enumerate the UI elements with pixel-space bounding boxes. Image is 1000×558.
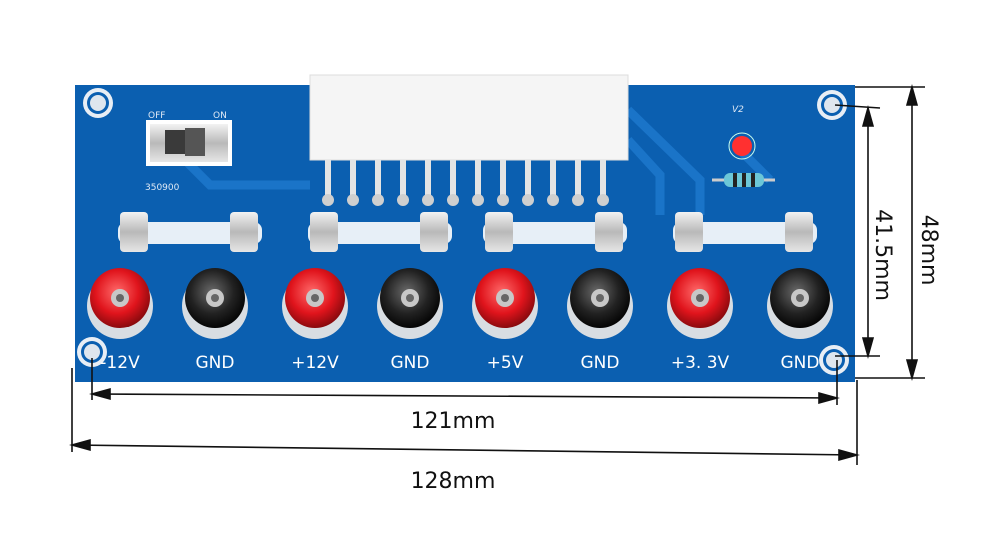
connector-pin [600, 160, 606, 200]
resistor [712, 173, 775, 187]
connector-pin [450, 160, 456, 200]
hole-spacing-width-label: 121mm [411, 409, 496, 434]
connector-pin [350, 160, 356, 200]
terminal-label: +3. 3V [671, 353, 730, 373]
terminal-label: GND [196, 353, 235, 373]
black-binding-post[interactable] [767, 268, 833, 339]
connector-pin [550, 160, 556, 200]
board-width-label: 128mm [411, 469, 496, 494]
power-switch[interactable] [146, 120, 232, 166]
connector-pin-solder [547, 194, 559, 206]
black-binding-post[interactable] [377, 268, 443, 339]
fuse [118, 212, 262, 252]
red-binding-post[interactable] [667, 268, 733, 339]
connector-pin-solder [322, 194, 334, 206]
board-code-label: 350900 [145, 183, 180, 193]
terminal-label: +12V [291, 353, 339, 373]
connector-pin-solder [422, 194, 434, 206]
connector-pin [425, 160, 431, 200]
red-binding-post[interactable] [87, 268, 153, 339]
fuse [483, 212, 627, 252]
connector-pin-solder [372, 194, 384, 206]
connector-pin [575, 160, 581, 200]
fuse [308, 212, 452, 252]
connector-pin [525, 160, 531, 200]
red-binding-post[interactable] [472, 268, 538, 339]
terminal-label: GND [781, 353, 820, 373]
black-binding-post[interactable] [567, 268, 633, 339]
switch-on-label: ON [213, 111, 227, 121]
black-binding-post[interactable] [182, 268, 248, 339]
connector-pin-solder [522, 194, 534, 206]
mounting-hole [83, 88, 113, 118]
connector-pin [325, 160, 331, 200]
atx-connector [309, 74, 629, 206]
connector-pin-solder [497, 194, 509, 206]
hole-spacing-height-label: 41.5mm [870, 209, 895, 301]
dimension-lines [69, 84, 925, 465]
mounting-hole [77, 337, 107, 367]
fuses [118, 212, 817, 252]
mounting-holes [77, 88, 849, 375]
connector-pin-solder [597, 194, 609, 206]
connector-pin-solder [447, 194, 459, 206]
terminal-label: GND [391, 353, 430, 373]
terminal-label: +5V [487, 353, 524, 373]
red-binding-post[interactable] [282, 268, 348, 339]
switch-off-label: OFF [148, 111, 165, 121]
terminal-label: GND [581, 353, 620, 373]
terminal-label: -12V [100, 353, 140, 373]
led-indicator [728, 132, 756, 160]
connector-pin-solder [397, 194, 409, 206]
connector-pin-solder [572, 194, 584, 206]
connector-pin [400, 160, 406, 200]
mounting-hole [819, 345, 849, 375]
binding-posts: -12V GND +12V GND +5V GND +3. 3V GND [87, 268, 833, 373]
connector-pin [475, 160, 481, 200]
connector-pin [500, 160, 506, 200]
board-version-label: V2 [732, 105, 744, 115]
connector-pin-solder [347, 194, 359, 206]
board-height-label: 48mm [916, 215, 941, 286]
mounting-hole [817, 90, 847, 120]
connector-pin [375, 160, 381, 200]
fuse [673, 212, 817, 252]
connector-pin-solder [472, 194, 484, 206]
